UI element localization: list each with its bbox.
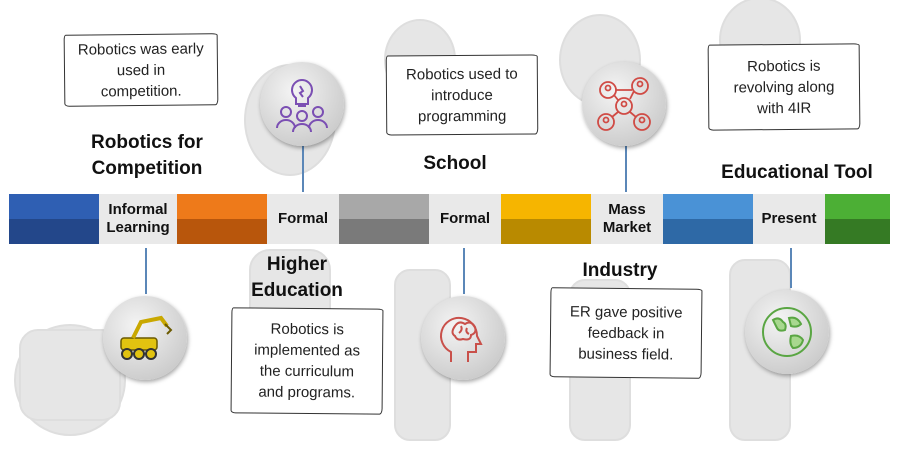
connector-educational-tool	[790, 248, 792, 288]
stage-label-formal-1: Formal	[267, 194, 339, 244]
stage-label-formal-2: Formal	[429, 194, 501, 244]
band-informal-bottom	[9, 219, 99, 244]
note-industry: ER gave positive feedback in business fi…	[549, 287, 703, 379]
note-educational-tool: Robotics is revolving along with 4IR	[707, 43, 861, 131]
connector-school	[463, 248, 465, 294]
band-end-top	[825, 194, 890, 219]
heading-robotics-for-competition: Robotics for Competition	[91, 132, 203, 179]
note-competition: Robotics was early used in competition.	[63, 33, 219, 107]
band-mass-bottom	[501, 219, 591, 244]
stage-label-informal-learning: Informal Learning	[99, 194, 177, 244]
brain-idea-people-icon	[260, 62, 344, 146]
band-formal1-top	[177, 194, 267, 219]
network-people-icon	[582, 62, 666, 146]
heading-industry: Industry	[582, 260, 658, 281]
globe-icon	[745, 290, 829, 374]
band-formal2-bottom	[339, 219, 429, 244]
band-formal1-bottom	[177, 219, 267, 244]
band-informal-top	[9, 194, 99, 219]
note-school: Robotics used to introduce programming	[385, 54, 539, 136]
construction-robot-icon	[103, 296, 187, 380]
connector-higher-education	[302, 146, 304, 192]
heading-higher-education: Higher Education	[251, 254, 343, 301]
note-higher-education: Robotics is implemented as the curriculu…	[230, 307, 384, 415]
heading-school: School	[423, 153, 487, 174]
stage-label-present: Present	[753, 194, 825, 244]
connector-industry	[625, 146, 627, 192]
band-present-top	[663, 194, 753, 219]
band-mass-top	[501, 194, 591, 219]
connector-competition	[145, 248, 147, 294]
band-present-bottom	[663, 219, 753, 244]
band-end-bottom	[825, 219, 890, 244]
head-brain-icon	[421, 296, 505, 380]
stage-label-mass-market: Mass Market	[591, 194, 663, 244]
heading-educational-tool: Educational Tool	[721, 162, 873, 183]
band-formal2-top	[339, 194, 429, 219]
